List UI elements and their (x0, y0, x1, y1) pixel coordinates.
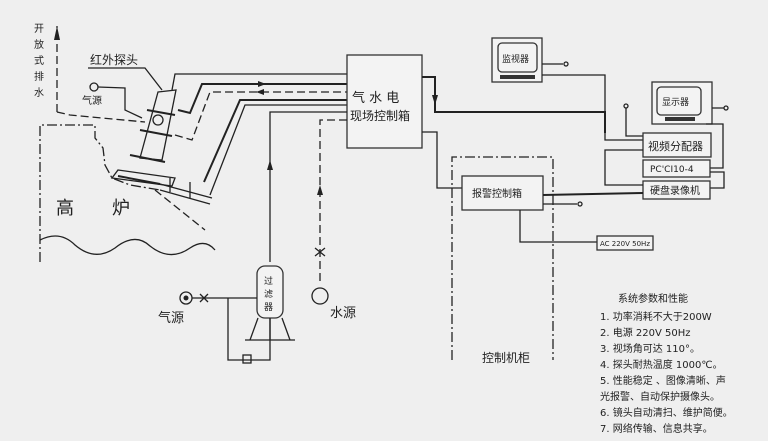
field-to-cabinet-lines (422, 76, 606, 189)
video-splitter: 视频分配器 (642, 132, 712, 158)
svg-text:开: 开 (34, 24, 44, 35)
svg-text:气源: 气源 (82, 94, 102, 107)
svg-text:显示器: 显示器 (662, 97, 689, 108)
display: 显示器 (623, 81, 729, 169)
ir-probe: 红外探头 (88, 52, 213, 205)
blast-furnace: 高 炉 (39, 124, 216, 262)
field-control-box: 气 水 电 现场控制箱 (346, 54, 423, 149)
svg-text:水: 水 (34, 87, 44, 99)
open-drain-label: 开 放 式 排 水 (34, 24, 44, 99)
svg-text:PC'CI10-4: PC'CI10-4 (650, 165, 694, 175)
svg-text:4. 探头耐热温度 1000℃。: 4. 探头耐热温度 1000℃。 (600, 358, 723, 371)
svg-text:放: 放 (34, 38, 44, 51)
svg-text:监视器: 监视器 (502, 53, 529, 65)
svg-text:3. 视场角可达 110°。: 3. 视场角可达 110°。 (600, 342, 700, 355)
filter-vessel: 过 滤 器 (227, 265, 295, 364)
svg-text:排: 排 (34, 70, 44, 83)
probe-connections (171, 73, 347, 196)
drain-pipe (54, 26, 146, 123)
monitor: 监视器 (491, 37, 643, 141)
svg-text:1. 功率消耗不大于200W: 1. 功率消耗不大于200W (600, 310, 712, 323)
svg-text:器: 器 (264, 302, 273, 313)
air-source: 气源 (158, 291, 257, 326)
dvr: 硬盘录像机 (604, 149, 711, 200)
svg-text:水源: 水源 (330, 306, 356, 321)
svg-text:过: 过 (264, 275, 273, 287)
power-supply: AC 220V 50Hz (596, 235, 654, 251)
svg-text:现场控制箱: 现场控制箱 (350, 108, 410, 123)
svg-text:报警控制箱: 报警控制箱 (472, 187, 522, 200)
alarm-control-box: 报警控制箱 (461, 175, 644, 243)
svg-text:控制机柜: 控制机柜 (482, 351, 530, 365)
water-source: 水源 (311, 287, 356, 321)
svg-text:5. 性能稳定 、图像清晰、声: 5. 性能稳定 、图像清晰、声 (600, 374, 726, 387)
svg-text:气源: 气源 (158, 310, 184, 326)
svg-text:6. 镜头自动清扫、维护简便。: 6. 镜头自动清扫、维护简便。 (600, 406, 733, 419)
control-cabinet: 控制机柜 (451, 156, 554, 365)
svg-text:气 水 电: 气 水 电 (352, 90, 399, 106)
system-specs: 系统参数和性能 1. 功率消耗不大于200W 2. 电源 220V 50Hz 3… (600, 292, 733, 435)
supply-lines (267, 111, 347, 285)
svg-text:7. 网络传输、信息共享。: 7. 网络传输、信息共享。 (600, 422, 713, 435)
specs-title: 系统参数和性能 (618, 292, 688, 305)
furnace-label-1: 高 (56, 198, 74, 219)
svg-text:硬盘录像机: 硬盘录像机 (650, 184, 700, 197)
furnace-label-2: 炉 (112, 198, 130, 219)
svg-text:2. 电源 220V 50Hz: 2. 电源 220V 50Hz (600, 326, 691, 339)
ir-probe-label: 红外探头 (90, 52, 138, 67)
svg-text:光报警、自动保护摄像头。: 光报警、自动保护摄像头。 (600, 390, 720, 403)
air-source-small: 气源 (82, 82, 143, 119)
pc-box: PC'CI10-4 (642, 159, 725, 189)
svg-text:AC 220V 50Hz: AC 220V 50Hz (600, 240, 650, 248)
svg-text:式: 式 (34, 54, 44, 67)
svg-text:滤: 滤 (264, 288, 273, 300)
svg-text:视频分配器: 视频分配器 (648, 139, 703, 153)
